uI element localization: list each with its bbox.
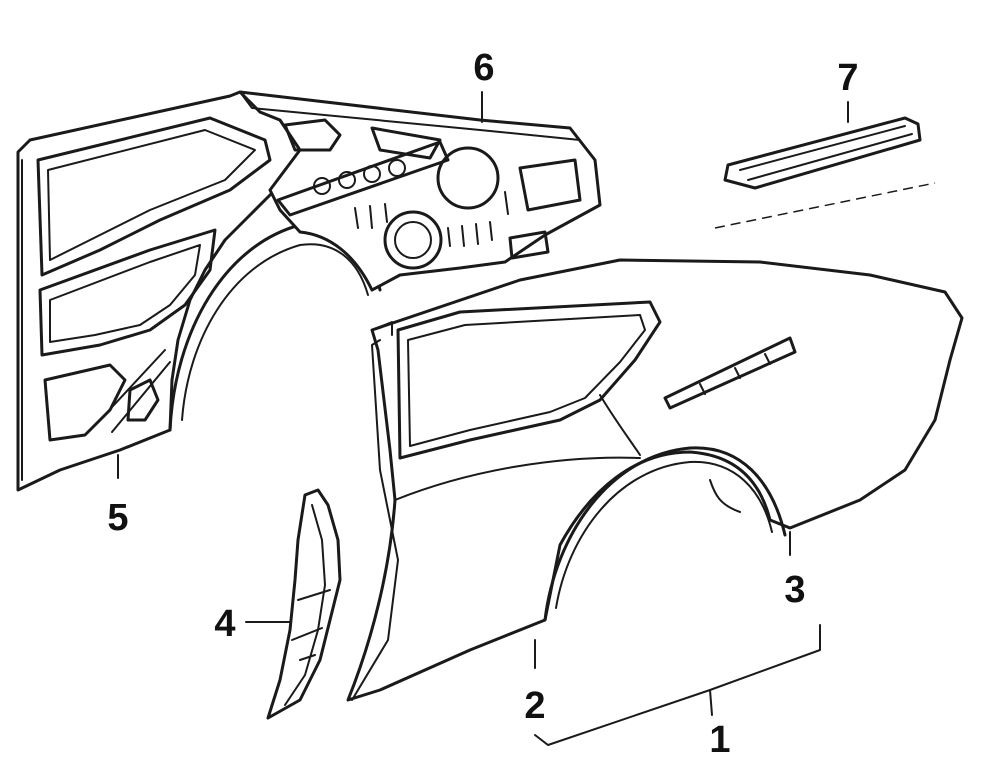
rear-panel-part-6 bbox=[238, 90, 602, 292]
callout-1: 1 bbox=[709, 719, 730, 761]
trim-molding-part-7 bbox=[714, 101, 936, 229]
callout-7: 7 bbox=[837, 57, 858, 99]
lock-pillar-part-4 bbox=[245, 488, 342, 720]
callout-6: 6 bbox=[473, 47, 494, 89]
callout-2: 2 bbox=[524, 685, 545, 727]
callout-5: 5 bbox=[107, 497, 128, 539]
callout-4: 4 bbox=[214, 603, 235, 645]
quarter-panel-part-1 bbox=[346, 258, 964, 746]
callout-3: 3 bbox=[784, 569, 805, 611]
